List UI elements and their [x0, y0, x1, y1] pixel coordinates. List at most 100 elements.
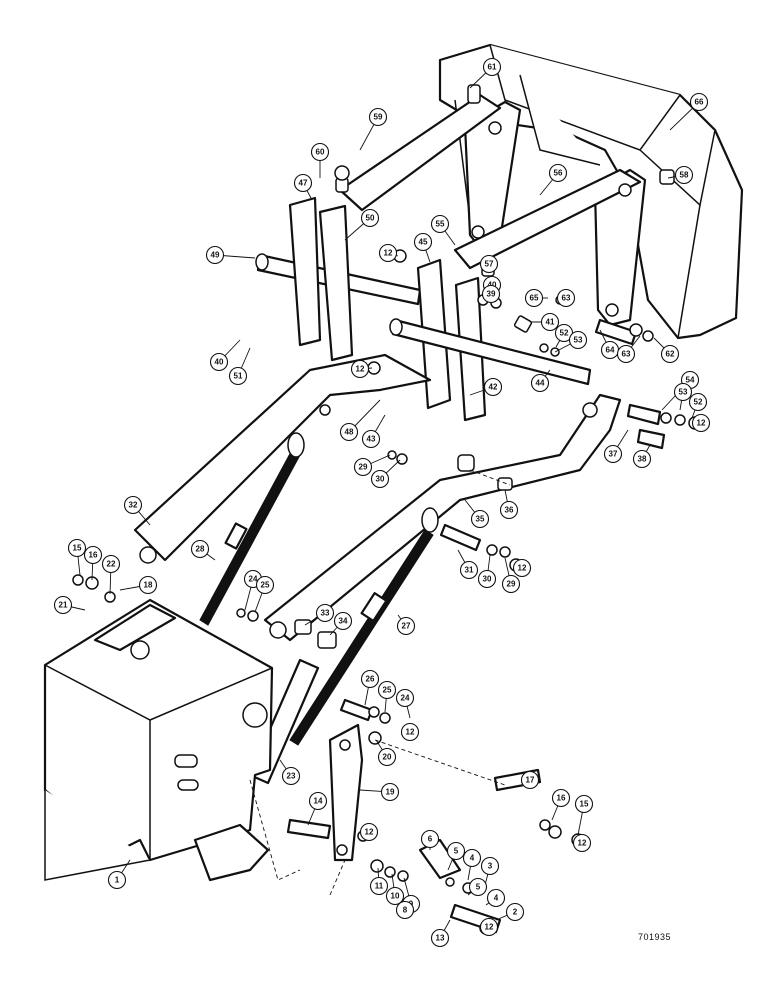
- callout-17: 17: [520, 770, 540, 790]
- callout-number: 45: [419, 238, 428, 247]
- callout-bubble: [512, 558, 532, 578]
- callout-bubble: [430, 928, 450, 948]
- callout-bubble: [315, 603, 335, 623]
- callout-number: 4: [494, 894, 499, 903]
- callout-26: 26: [360, 669, 380, 706]
- callout-bubble: [385, 886, 405, 906]
- callout-61: 61: [469, 57, 502, 89]
- callout-number: 59: [374, 113, 383, 122]
- callout-number: 57: [485, 260, 494, 269]
- callout-number: 65: [530, 294, 539, 303]
- callout-bubble: [616, 344, 636, 364]
- callout-bubble: [574, 794, 594, 814]
- callout-number: 32: [129, 501, 138, 510]
- callout-bubble: [688, 392, 708, 412]
- callout-34: 34: [329, 611, 353, 636]
- callout-bubble: [359, 822, 379, 842]
- callout-38: 38: [632, 444, 652, 469]
- callout-bubble: [572, 833, 592, 853]
- callout-number: 30: [376, 475, 385, 484]
- callout-bubble: [480, 856, 500, 876]
- callout-62: 62: [653, 337, 680, 364]
- callout-bubble: [360, 669, 380, 689]
- callout-21: 21: [53, 595, 86, 615]
- callout-32: 32: [123, 495, 151, 526]
- callout-53: 53: [673, 382, 693, 411]
- callout-number: 66: [695, 98, 704, 107]
- callout-number: 21: [59, 601, 68, 610]
- callout-48: 48: [339, 399, 381, 442]
- callout-number: 12: [518, 564, 527, 573]
- callout-8: 8: [395, 900, 415, 920]
- callout-bubble: [501, 574, 521, 594]
- callout-number: 15: [580, 800, 589, 809]
- callout-36: 36: [499, 489, 519, 520]
- callout-number: 54: [686, 376, 695, 385]
- callout-number: 29: [359, 463, 368, 472]
- callout-bubble: [308, 791, 328, 811]
- callout-bubble: [505, 902, 525, 922]
- callout-bubble: [293, 173, 313, 193]
- callout-52: 52: [688, 392, 708, 419]
- callout-33: 33: [304, 603, 335, 626]
- callout-number: 56: [554, 169, 563, 178]
- callout-5: 5: [467, 877, 488, 897]
- callout-bubble: [369, 876, 389, 896]
- callout-number: 64: [606, 346, 615, 355]
- callout-4: 4: [485, 888, 506, 908]
- callout-bubble: [462, 848, 482, 868]
- callout-number: 17: [526, 776, 535, 785]
- callout-number: 63: [562, 294, 571, 303]
- callout-bubble: [524, 288, 544, 308]
- callout-number: 39: [487, 290, 496, 299]
- callout-number: 44: [536, 379, 545, 388]
- callout-13: 13: [430, 919, 451, 948]
- callout-20: 20: [375, 739, 397, 767]
- callout-bubble: [67, 538, 87, 558]
- callout-bubble: [350, 359, 370, 379]
- callout-number: 5: [454, 847, 459, 856]
- callout-bubble: [400, 722, 420, 742]
- callout-number: 8: [403, 906, 408, 915]
- callout-bubble: [479, 917, 499, 937]
- callout-bubble: [568, 330, 588, 350]
- callout-number: 29: [507, 580, 516, 589]
- link-plate: [328, 723, 364, 862]
- callout-23: 23: [279, 759, 301, 786]
- callout-42: 42: [469, 377, 503, 397]
- callout-bubble: [353, 457, 373, 477]
- callout-number: 24: [401, 694, 410, 703]
- callout-bubble: [691, 413, 711, 433]
- callout-6: 6: [420, 829, 440, 850]
- callout-bubble: [477, 569, 497, 589]
- callout-number: 16: [89, 551, 98, 560]
- callout-number: 12: [365, 828, 374, 837]
- callout-bubble: [370, 469, 390, 489]
- callout-bubble: [380, 782, 400, 802]
- callout-57: 57: [479, 254, 499, 274]
- callout-bubble: [310, 142, 330, 162]
- callout-number: 52: [694, 398, 703, 407]
- callout-12: 12: [512, 558, 532, 578]
- callout-number: 49: [211, 251, 220, 260]
- callout-12: 12: [378, 243, 399, 263]
- callout-30: 30: [477, 554, 497, 589]
- callout-12: 12: [359, 822, 379, 842]
- callout-number: 20: [383, 753, 392, 762]
- callout-4: 4: [462, 848, 482, 881]
- callout-28: 28: [190, 539, 216, 561]
- callout-bubble: [138, 575, 158, 595]
- callout-number: 38: [638, 455, 647, 464]
- callout-number: 43: [367, 435, 376, 444]
- callout-bubble: [540, 312, 560, 332]
- callout-bubble: [551, 788, 571, 808]
- callout-number: 55: [436, 220, 445, 229]
- callout-bubble: [333, 611, 353, 631]
- callout-1: 1: [107, 859, 131, 890]
- callout-bubble: [486, 888, 506, 908]
- callout-number: 18: [144, 581, 153, 590]
- callout-58: 58: [667, 165, 694, 185]
- callout-number: 33: [321, 609, 330, 618]
- callout-bubble: [361, 429, 381, 449]
- callout-number: 14: [314, 797, 323, 806]
